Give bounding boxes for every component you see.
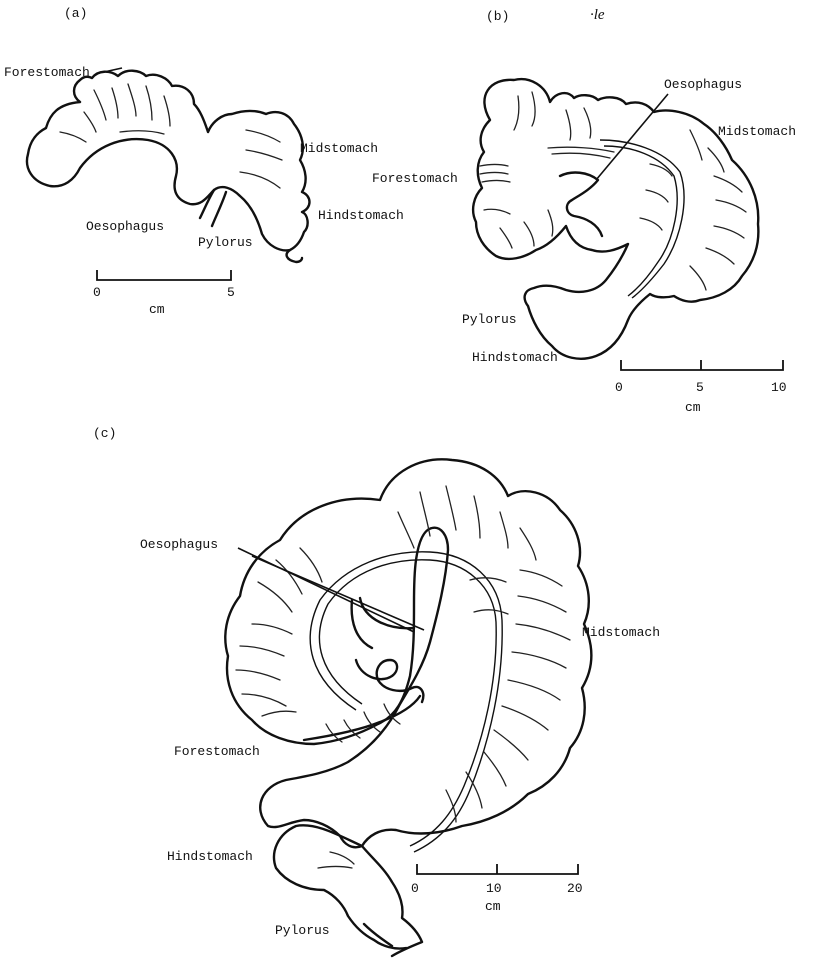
- panel-b-label-pylorus: Pylorus: [462, 312, 517, 327]
- panel-b-label-forestomach: Forestomach: [372, 171, 458, 186]
- panel-b-scale-tick-10: 10: [771, 380, 787, 395]
- panel-c-label: (c): [93, 426, 116, 441]
- panel-b: (b) ·le: [372, 7, 796, 415]
- panel-b-label-midstomach: Midstomach: [718, 124, 796, 139]
- panel-b-label: (b): [486, 9, 509, 24]
- panel-a: (a) Forestomach Midstomach Hindstomach O…: [4, 6, 404, 317]
- panel-b-folds: [480, 92, 746, 290]
- panel-c-scale-tick-0: 0: [411, 881, 419, 896]
- panel-a-label-hindstomach: Hindstomach: [318, 208, 404, 223]
- panel-c: (c): [93, 426, 660, 956]
- panel-c-scale-tick-20: 20: [567, 881, 583, 896]
- panel-a-oesophagus-stub-2: [212, 192, 226, 226]
- panel-b-label-oesophagus: Oesophagus: [664, 77, 742, 92]
- panel-a-scale-unit: cm: [149, 302, 165, 317]
- panel-a-scale-bar: 0 5 cm: [93, 270, 235, 317]
- panel-a-label-midstomach: Midstomach: [300, 141, 378, 156]
- panel-c-scale-tick-10: 10: [486, 881, 502, 896]
- panel-b-scale-unit: cm: [685, 400, 701, 415]
- panel-a-stomach-outline: [27, 71, 310, 251]
- panel-c-scale-unit: cm: [485, 899, 501, 914]
- panel-a-folds: [60, 84, 282, 188]
- panel-b-label-hindstomach: Hindstomach: [472, 350, 558, 365]
- panel-a-label-oesophagus: Oesophagus: [86, 219, 164, 234]
- panel-a-label: (a): [64, 6, 87, 21]
- panel-a-pylorus-tube: [287, 250, 302, 262]
- panel-a-oesophagus-stub: [200, 190, 214, 218]
- panel-c-leader-oesophagus-2: [252, 556, 424, 630]
- panel-c-label-pylorus: Pylorus: [275, 923, 330, 938]
- panel-b-scale-tick-5: 5: [696, 380, 704, 395]
- panel-c-label-midstomach: Midstomach: [582, 625, 660, 640]
- panel-c-label-hindstomach: Hindstomach: [167, 849, 253, 864]
- panel-a-leader-forestomach: [104, 68, 122, 72]
- panel-b-scale-tick-0: 0: [615, 380, 623, 395]
- panel-b-leader-oesophagus: [596, 94, 668, 180]
- panel-a-scale-tick-0: 0: [93, 285, 101, 300]
- panel-b-stray-text: ·le: [590, 7, 605, 23]
- panel-a-label-pylorus: Pylorus: [198, 235, 253, 250]
- panel-b-oesophagus-line-2: [604, 146, 677, 296]
- panel-c-folds: [236, 486, 570, 868]
- panel-c-label-oesophagus: Oesophagus: [140, 537, 218, 552]
- panel-a-label-forestomach: Forestomach: [4, 65, 90, 80]
- panel-c-scale-bar: 0 10 20 cm: [411, 864, 583, 914]
- panel-c-label-forestomach: Forestomach: [174, 744, 260, 759]
- panel-a-scale-tick-5: 5: [227, 285, 235, 300]
- panel-c-stomach-outline: [225, 459, 591, 847]
- panel-b-scale-bar: 0 5 10 cm: [615, 360, 787, 415]
